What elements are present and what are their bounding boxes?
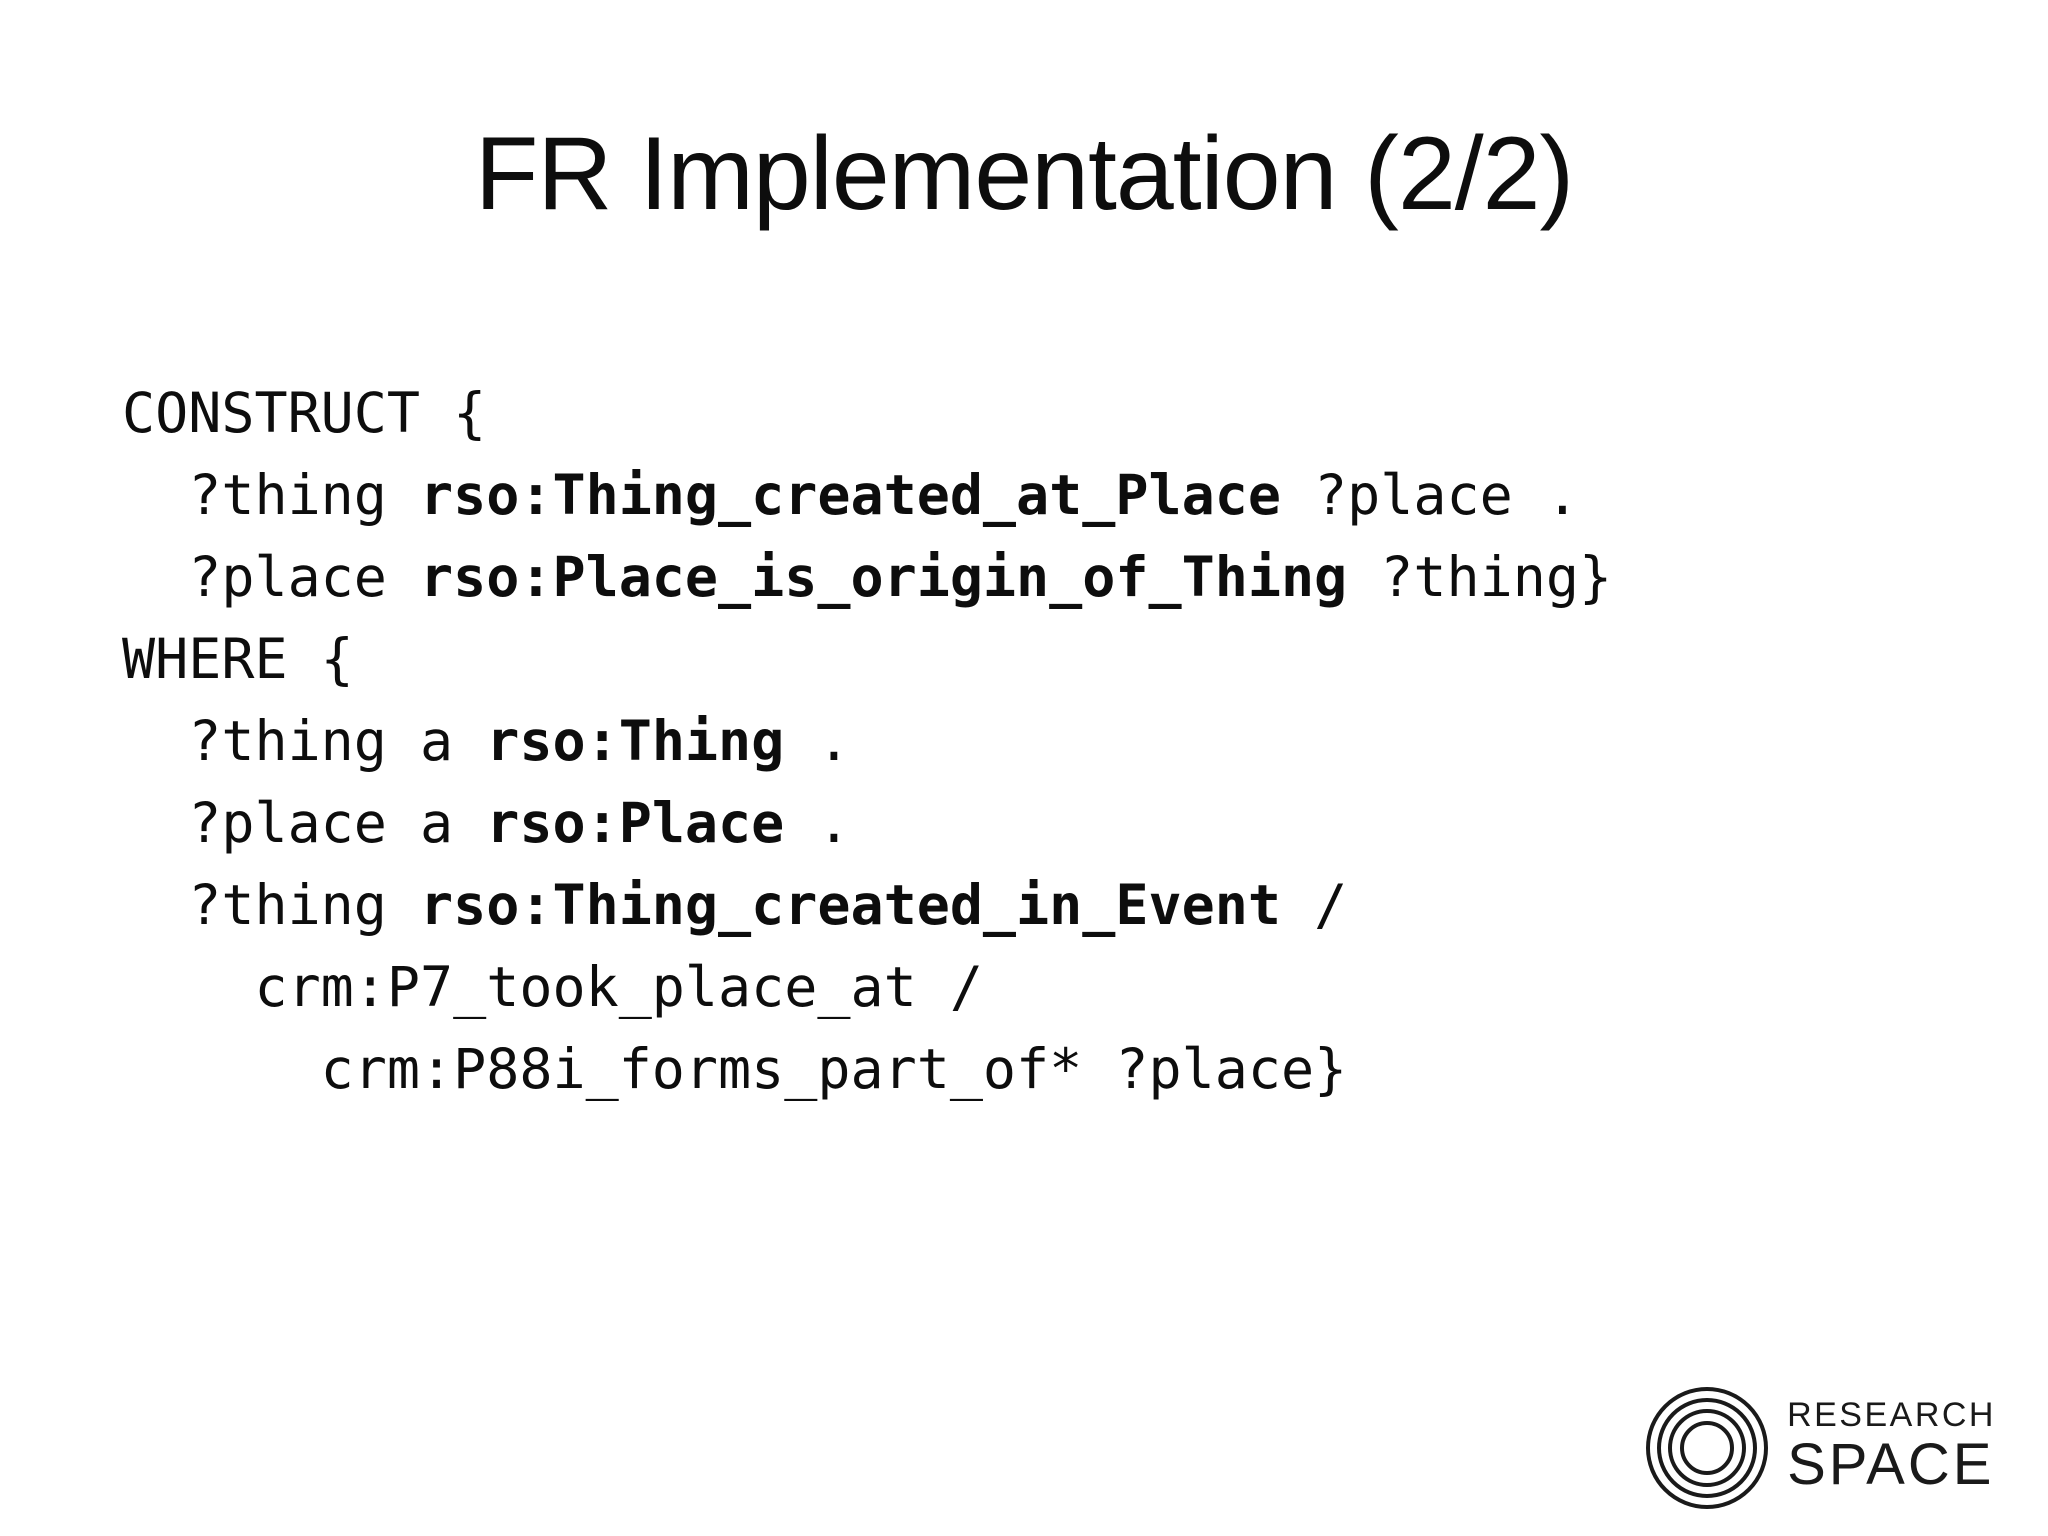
code-line: CONSTRUCT {: [122, 372, 1952, 454]
code-line: ?place a rso:Place .: [122, 782, 1952, 864]
code-token: ?place a: [122, 791, 487, 855]
code-token: ?thing: [122, 873, 421, 937]
code-line: ?place rso:Place_is_origin_of_Thing ?thi…: [122, 536, 1952, 618]
code-token: ?place .: [1280, 463, 1579, 527]
code-token: ?thing: [122, 463, 421, 527]
sparql-code-block: CONSTRUCT { ?thing rso:Thing_created_at_…: [122, 372, 1952, 1110]
logo-space-text: SPACE: [1787, 1432, 1995, 1497]
code-line: ?thing a rso:Thing .: [122, 700, 1952, 782]
code-token-bold: rso:Thing_created_in_Event: [420, 873, 1281, 937]
concentric-circles-logo-icon: [1645, 1386, 1769, 1510]
code-token: ?thing}: [1347, 545, 1613, 609]
page-title: FR Implementation (2/2): [474, 116, 1574, 232]
code-line: crm:P7_took_place_at /: [122, 946, 1952, 1028]
code-line: crm:P88i_forms_part_of* ?place}: [122, 1028, 1952, 1110]
logo-research-text: RESEARCH: [1787, 1396, 1996, 1434]
researchspace-logo: RESEARCH SPACE: [1645, 1386, 1996, 1510]
code-token: crm:P88i_forms_part_of* ?place}: [122, 1037, 1348, 1101]
code-token-bold: rso:Place: [486, 791, 785, 855]
code-token: .: [784, 791, 851, 855]
code-token: crm:P7_took_place_at /: [122, 955, 983, 1019]
code-token: ?thing a: [122, 709, 487, 773]
code-token-bold: rso:Thing_created_at_Place: [420, 463, 1281, 527]
code-token-bold: rso:Thing: [486, 709, 785, 773]
code-token-bold: rso:Place_is_origin_of_Thing: [420, 545, 1348, 609]
logo-wordmark: RESEARCH SPACE: [1787, 1398, 1996, 1498]
code-line: ?thing rso:Thing_created_at_Place ?place…: [122, 454, 1952, 536]
code-token: /: [1280, 873, 1348, 937]
code-line: ?thing rso:Thing_created_in_Event /: [122, 864, 1952, 946]
code-token: WHERE {: [122, 627, 354, 691]
code-line: WHERE {: [122, 618, 1952, 700]
code-token: .: [784, 709, 851, 773]
code-token: CONSTRUCT {: [122, 381, 487, 445]
code-token: ?place: [122, 545, 421, 609]
